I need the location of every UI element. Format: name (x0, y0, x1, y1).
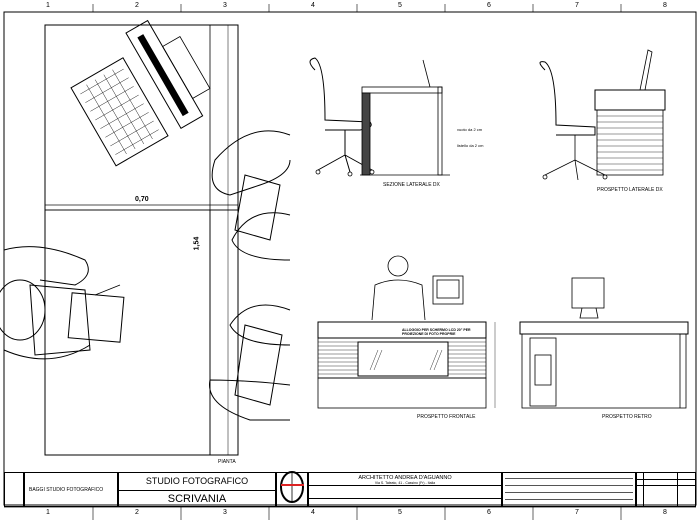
title-block-logo (276, 472, 308, 507)
title-block-revisions (636, 472, 696, 507)
title-block-notes (502, 472, 636, 507)
side-elevation-label: PROSPETTO LATERALE DX (597, 187, 663, 193)
grid-number: 1 (46, 509, 50, 516)
title-block-project: STUDIO FOTOGRAFICO SCRIVANIA (118, 472, 276, 507)
title-block-stamp (4, 472, 24, 507)
front-elevation-note: ALLOGGIO PER SCHERMO LCD 20" PER PROIEZI… (402, 328, 471, 336)
side-elevation-view (539, 49, 666, 181)
architect-name: ARCHITETTO ANDREA D'AGUANNO (358, 475, 452, 481)
project-name: STUDIO FOTOGRAFICO (119, 473, 275, 491)
plan-view (0, 19, 291, 456)
title-block-client: BAGGI STUDIO FOTOGRAFICO (24, 472, 118, 507)
grid-number: 1 (46, 2, 50, 9)
client-name: BAGGI STUDIO FOTOGRAFICO (29, 487, 104, 493)
grid-number: 6 (487, 509, 491, 516)
section-note-void: vuoto da 2 cm (457, 127, 483, 132)
section-view (309, 57, 450, 177)
grid-number: 5 (398, 2, 402, 9)
grid-number: 4 (311, 509, 315, 516)
grid-number: 6 (487, 2, 491, 9)
grid-number: 4 (311, 2, 315, 9)
grid-number: 2 (135, 509, 139, 516)
grid-number: 7 (575, 509, 579, 516)
plan-label: PIANTA (218, 459, 236, 465)
grid-number: 5 (398, 509, 402, 516)
architect-address: Via S. Taleato, 41 - Cassino (Fr) - Ital… (374, 481, 436, 485)
grid-number: 2 (135, 2, 139, 9)
plan-width-dimension: 0,70 (135, 196, 149, 203)
grid-number: 3 (223, 509, 227, 516)
drawing-subject: SCRIVANIA (167, 493, 227, 505)
title-block-architect: ARCHITETTO ANDREA D'AGUANNO Via S. Talea… (308, 472, 502, 507)
front-elevation-view (317, 255, 496, 409)
section-note-strip: listello da 2 cm (457, 143, 484, 148)
grid-number: 8 (663, 2, 667, 9)
grid-number: 8 (663, 509, 667, 516)
section-label: SEZIONE LATERALE DX (383, 182, 440, 188)
grid-number: 7 (575, 2, 579, 9)
grid-number: 3 (223, 2, 227, 9)
front-elevation-label: PROSPETTO FRONTALE (417, 414, 476, 420)
rear-elevation-label: PROSPETTO RETRO (602, 414, 652, 420)
plan-depth-dimension: 1,54 (193, 236, 201, 251)
rear-elevation-view (519, 277, 689, 409)
